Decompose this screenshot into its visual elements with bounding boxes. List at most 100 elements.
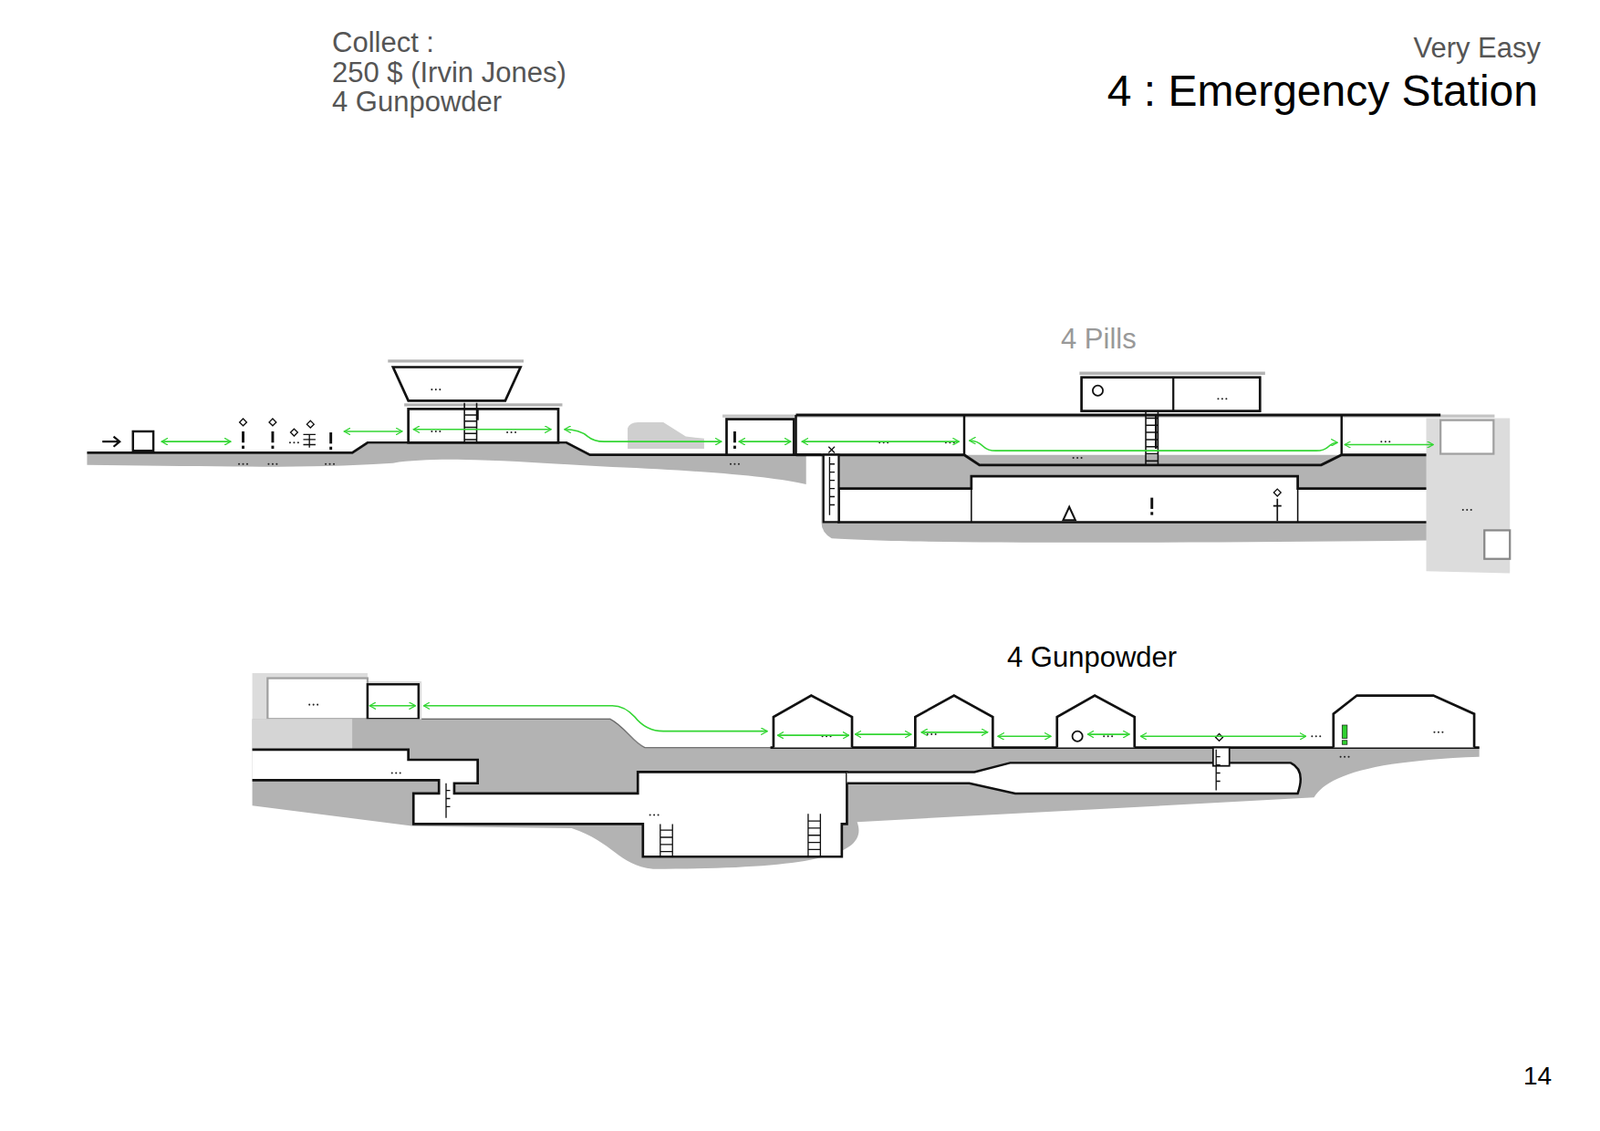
- markers: [1215, 733, 1224, 741]
- markers: [306, 420, 314, 428]
- path-arrows: [738, 440, 791, 443]
- house: [773, 696, 1475, 749]
- path-arrows: [423, 706, 768, 732]
- dots-markers: [289, 441, 300, 444]
- wall: [1172, 377, 1175, 412]
- start-arrow: [102, 436, 120, 447]
- green-marker: [1341, 740, 1348, 745]
- dots-markers: [926, 733, 937, 736]
- x-mark: [828, 446, 835, 454]
- dots-markers: [1433, 731, 1444, 734]
- path-arrows: [161, 440, 231, 443]
- edge-hatch: [252, 718, 354, 750]
- path-arrows: [777, 734, 849, 737]
- dots-markers: [324, 463, 335, 466]
- markers: [269, 418, 277, 426]
- edge-hatch: [252, 673, 423, 719]
- area-label: 4 Pills: [1060, 324, 1137, 354]
- basement-shaft: [823, 455, 840, 523]
- dots-markers: [308, 704, 319, 707]
- building: [367, 684, 419, 719]
- ladder: [464, 403, 477, 444]
- markers: [239, 418, 1282, 516]
- path-arrows: [921, 731, 988, 734]
- basement: [838, 476, 1428, 522]
- dots-markers: [308, 704, 1444, 817]
- wall: [971, 476, 1299, 522]
- markers: [329, 432, 333, 450]
- dots-markers: [1380, 440, 1391, 443]
- collect-item: 250 $ (Irvin Jones): [332, 58, 567, 87]
- tunnel: [252, 749, 848, 857]
- markers: [1273, 488, 1281, 497]
- path-arrows: [564, 429, 722, 442]
- level-title: 4 : Emergency Station: [1107, 69, 1538, 114]
- ground-line: [86, 442, 821, 455]
- path-arrows: [343, 430, 403, 433]
- ladder: [464, 403, 477, 444]
- markers: [270, 431, 274, 449]
- dots-markers: [729, 463, 740, 466]
- dots-markers: [238, 388, 1473, 511]
- area-label: 4 Gunpowder: [1007, 643, 1177, 672]
- underground-fill: [820, 455, 1428, 543]
- path-arrows: [161, 429, 1434, 451]
- dots-markers: [267, 463, 278, 466]
- ladder: [660, 823, 673, 857]
- page-number: 14: [1523, 1063, 1552, 1090]
- dots-markers: [649, 813, 660, 816]
- building: [726, 419, 794, 456]
- path-arrows: [997, 735, 1051, 738]
- path-arrows: [1140, 735, 1306, 738]
- dots-markers: [1462, 509, 1473, 511]
- ladder: [829, 457, 835, 516]
- start-box: [133, 431, 154, 451]
- path-arrows: [969, 440, 1339, 451]
- building-outline: [1484, 529, 1510, 559]
- dots-markers: [1340, 756, 1351, 759]
- roof-shade: [387, 359, 524, 363]
- roof-shade: [404, 403, 562, 406]
- car: [627, 422, 705, 449]
- markers: [1215, 733, 1224, 741]
- lower-level: [252, 673, 1480, 870]
- dots-markers: [1216, 397, 1227, 400]
- markers: [241, 431, 245, 449]
- house: [773, 696, 852, 749]
- markers: [290, 428, 298, 437]
- round-item: [1072, 731, 1083, 742]
- markers: [733, 431, 737, 449]
- roof-shade: [1079, 372, 1265, 375]
- difficulty-label: Very Easy: [1412, 33, 1541, 63]
- house: [1057, 696, 1135, 749]
- ladder: [1145, 411, 1158, 466]
- tunnel: [846, 762, 1300, 794]
- station-floor: [796, 455, 1429, 466]
- house: [914, 696, 993, 749]
- item-glyph: [302, 434, 315, 448]
- ladder: [446, 783, 450, 819]
- upper-level: [86, 361, 1510, 574]
- green-marker: [1341, 725, 1348, 739]
- path-arrows: [1344, 444, 1434, 447]
- path-arrows: [801, 440, 959, 443]
- npc: [1273, 498, 1282, 522]
- tower-top: [393, 367, 521, 402]
- collect-item: 4 Gunpowder: [332, 87, 502, 116]
- path-arrows: [413, 428, 551, 431]
- building: [408, 408, 559, 443]
- building-outline: [1440, 420, 1494, 455]
- roof-shade: [722, 415, 1495, 418]
- path-arrows: [369, 706, 1306, 738]
- ground-fill: [86, 443, 806, 485]
- green-marker: [1341, 725, 1348, 745]
- ladder: [808, 813, 821, 857]
- collect-heading: Collect :: [332, 28, 435, 57]
- path-arrows: [1087, 733, 1130, 736]
- ladder: [1145, 411, 1158, 466]
- building-outline: [267, 678, 368, 720]
- dots-markers: [391, 772, 402, 775]
- markers: [239, 418, 248, 426]
